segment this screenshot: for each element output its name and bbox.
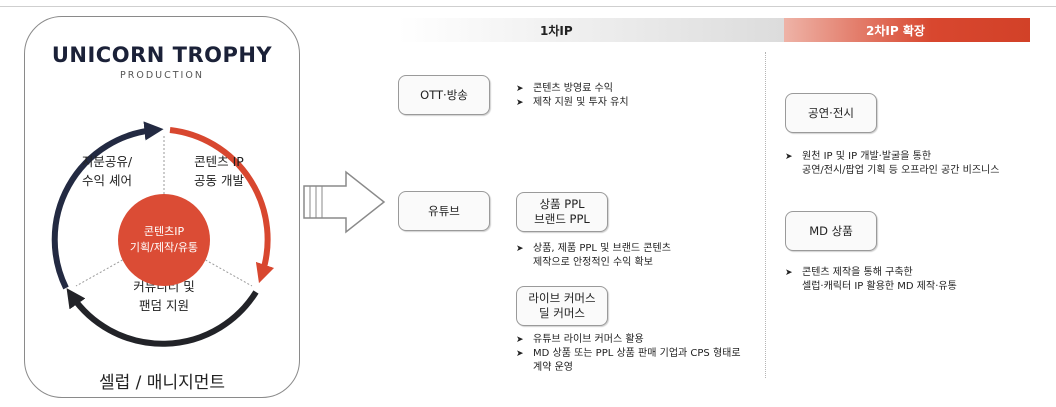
list-item: ➤ 콘텐츠 방영료 수익 (516, 82, 629, 96)
ott-bullets: ➤ 콘텐츠 방영료 수익 ➤ 제작 지원 및 투자 유치 (516, 82, 629, 110)
ppl-bullets: ➤ 상품, 제품 PPL 및 브랜드 콘텐츠 제작으로 안정적인 수익 확보 (516, 242, 671, 270)
show-bullet-line1: 원천 IP 및 IP 개발·발굴을 통한 (802, 151, 932, 162)
left-label-line1: 지분공유/ (81, 154, 133, 169)
arc-navy (51, 121, 164, 290)
ott-label: OTT·방송 (420, 87, 468, 102)
ott-bullet-2: 제작 지원 및 투자 유치 (533, 97, 629, 108)
arc-dark (66, 288, 259, 347)
right-label-line2: 공동 개발 (194, 173, 244, 188)
primary-ip-title: 1차IP (540, 24, 573, 38)
celeb-management-label: 셀럽 / 매니지먼트 (98, 373, 225, 393)
center-line2: 기획/제작/유통 (129, 241, 199, 254)
md-goods-box: MD 상품 (785, 211, 877, 251)
cycle-right-label: 콘텐츠 IP 공동 개발 (178, 152, 260, 190)
list-item: ➤ 유튜브 라이브 커머스 활용 (516, 333, 741, 347)
cycle-center-badge: 콘텐츠IP 기획/제작/유통 (118, 194, 210, 286)
md-goods-bullets: ➤ 콘텐츠 제작을 통해 구축한 셀럽·캐릭터 IP 활용한 MD 제작·유통 (785, 266, 957, 294)
bullet-arrow-icon: ➤ (516, 98, 524, 108)
secondary-ip-header (784, 18, 1030, 42)
cycle-left-label: 지분공유/ 수익 셰어 (62, 152, 152, 190)
ppl-bullet-line2: 제작으로 안정적인 수익 확보 (533, 257, 653, 268)
company-logo: UNICORN TROPHY (24, 43, 300, 67)
show-exhibition-box: 공연·전시 (785, 93, 877, 133)
md-bullet-line1: 콘텐츠 제작을 통해 구축한 (802, 267, 913, 278)
divider-right (201, 257, 253, 287)
list-item: ➤ MD 상품 또는 PPL 상품 판매 기업과 CPS 형태로 (516, 347, 741, 361)
ppl-bullet-line1: 상품, 제품 PPL 및 브랜드 콘텐츠 (533, 243, 671, 254)
top-rule (0, 6, 1056, 7)
left-label-line2: 수익 셰어 (82, 173, 132, 188)
live-label-line2: 딜 커머스 (539, 306, 585, 320)
bullet-arrow-icon: ➤ (785, 268, 793, 278)
show-bullet-line2: 공연/전시/팝업 기획 등 오프라인 공간 비즈니스 (802, 165, 1000, 176)
ppl-label-line2: 브랜드 PPL (534, 212, 590, 226)
bullet-arrow-icon: ➤ (516, 84, 524, 94)
bullet-arrow-icon: ➤ (516, 349, 524, 359)
show-exhibition-bullets: ➤ 원천 IP 및 IP 개발·발굴을 통한 공연/전시/팝업 기획 등 오프라인… (785, 150, 999, 178)
right-label-line1: 콘텐츠 IP (194, 154, 244, 169)
bullet-arrow-icon: ➤ (516, 244, 524, 254)
logo-text: UNICORN TROPHY (51, 43, 273, 67)
live-commerce-bullets: ➤ 유튜브 라이브 커머스 활용 ➤ MD 상품 또는 PPL 상품 판매 기업과 … (516, 333, 741, 375)
show-label: 공연·전시 (808, 105, 854, 120)
ott-bullet-1: 콘텐츠 방영료 수익 (533, 83, 613, 94)
column-divider (765, 52, 766, 378)
flow-arrow-icon (303, 170, 386, 234)
live-bullet-2-line1: MD 상품 또는 PPL 상품 판매 기업과 CPS 형태로 (533, 348, 741, 359)
md-label: MD 상품 (809, 223, 853, 238)
live-bullet-2-line2: 계약 운영 (533, 362, 573, 373)
live-label-line1: 라이브 커머스 (528, 291, 596, 305)
logo-subtitle: PRODUCTION (120, 70, 204, 81)
list-item: ➤ 제작 지원 및 투자 유치 (516, 96, 629, 110)
bottom-label-line2: 팬덤 지원 (139, 298, 189, 313)
youtube-box: 유튜브 (398, 191, 490, 231)
bullet-arrow-icon: ➤ (516, 335, 524, 345)
ppl-label-line1: 상품 PPL (539, 197, 585, 211)
ppl-box: 상품 PPL 브랜드 PPL (516, 192, 608, 232)
center-line1: 콘텐츠IP (143, 225, 185, 238)
list-item: ➤ 상품, 제품 PPL 및 브랜드 콘텐츠 (516, 242, 671, 256)
secondary-ip-title: 2차IP 확장 (866, 24, 925, 38)
ott-box: OTT·방송 (398, 75, 490, 115)
divider-left (75, 257, 127, 287)
youtube-label: 유튜브 (428, 203, 460, 218)
live-commerce-box: 라이브 커머스 딜 커머스 (516, 286, 608, 326)
live-bullet-1: 유튜브 라이브 커머스 활용 (533, 334, 644, 345)
list-item: ➤ 원천 IP 및 IP 개발·발굴을 통한 (785, 150, 999, 164)
bullet-arrow-icon: ➤ (785, 152, 793, 162)
list-item: ➤ 콘텐츠 제작을 통해 구축한 (785, 266, 957, 280)
arc-red (169, 127, 275, 284)
primary-ip-header (398, 18, 784, 42)
cycle-diagram (51, 121, 275, 347)
md-bullet-line2: 셀럽·캐릭터 IP 활용한 MD 제작·유통 (802, 281, 957, 292)
